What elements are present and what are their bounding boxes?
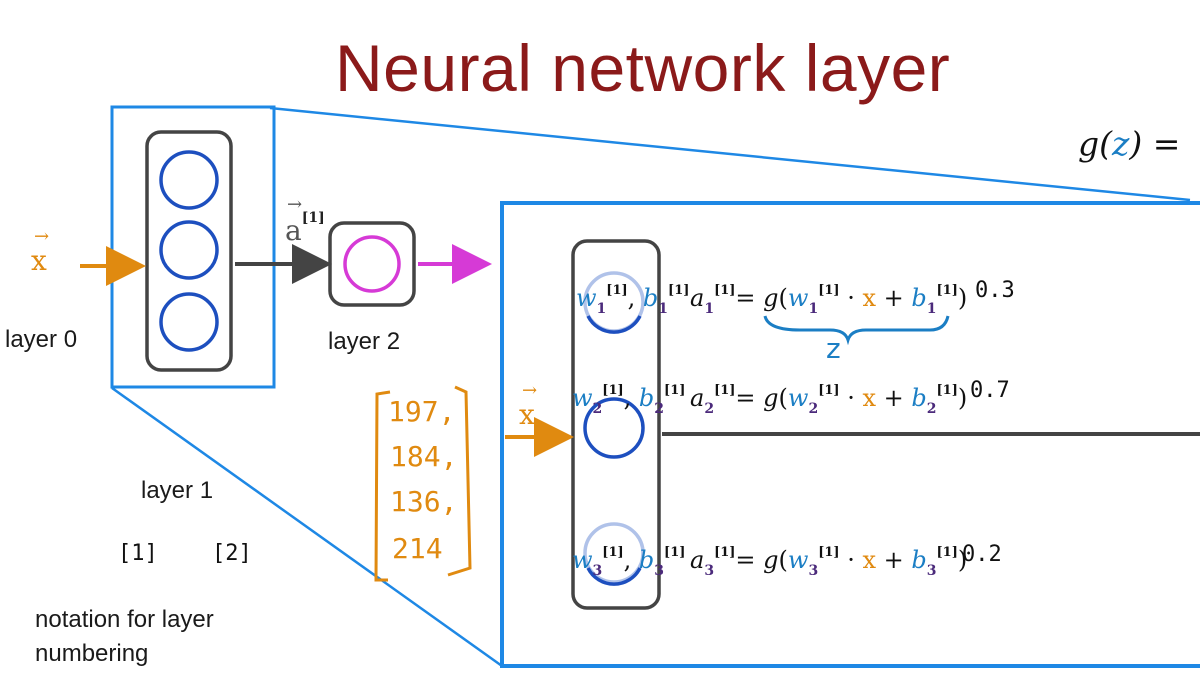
notation-caption-line2: numbering [35,640,149,667]
neuron3-params: w3[1], b3[1] [572,545,686,579]
input-value-4: 214 [392,532,443,565]
layer1-neuron-1 [159,150,219,210]
z-brace [763,315,950,346]
z-brace-label: z [826,332,841,365]
input-value-3: 136, [390,485,458,518]
zoomed-layer-frame [500,201,1200,668]
layer1-box [145,130,233,372]
slide-title: Neural network layer [335,31,951,105]
layer2-neuron [343,235,401,293]
notation-bracket-2: [2] [212,541,252,566]
input-value-1: 197, [388,395,456,428]
layer1-neuron-3 [159,292,219,352]
neuron3-output-value: 0.2 [962,542,1002,567]
input-value-2: 184, [390,440,458,473]
neuron1-equation: a1[1]= g(w1[1] · x + b1[1]) [690,283,968,317]
zoom-connector-bottom [111,386,503,668]
neuron2-equation: a2[1]= g(w2[1] · x + b2[1]) [690,383,968,417]
zoom-connector-top [269,106,1191,202]
zoomed-input-label: →x [519,380,538,431]
neuron1-params: w1[1], b1[1] [576,283,690,317]
zoomed-neuron-3 [583,522,645,584]
activation-function-label: g(z) = [1078,124,1181,163]
activation-vector-label: →a[1] [285,194,325,247]
neuron2-output-value: 0.7 [970,378,1010,403]
neuron2-params: w2[1], b2[1] [572,383,686,417]
vector-right-bracket [447,385,472,577]
layer2-label: layer 2 [328,328,401,355]
layer1-highlight-frame [110,105,276,389]
neuron1-output-value: 0.3 [975,278,1015,303]
layer0-label: layer 0 [5,326,78,353]
vector-left-bracket [374,390,391,582]
zoomed-neuron-2 [583,397,645,459]
layer2-box [328,221,416,307]
layer1-neuron-2 [159,220,219,280]
notation-caption-line1: notation for layer [35,606,214,633]
layer1-label: layer 1 [141,477,214,504]
notation-bracket-1: [1] [118,541,158,566]
neuron3-equation: a3[1]= g(w3[1] · x + b3[1]) [690,545,968,579]
small-net-input-label: →x [31,226,50,277]
